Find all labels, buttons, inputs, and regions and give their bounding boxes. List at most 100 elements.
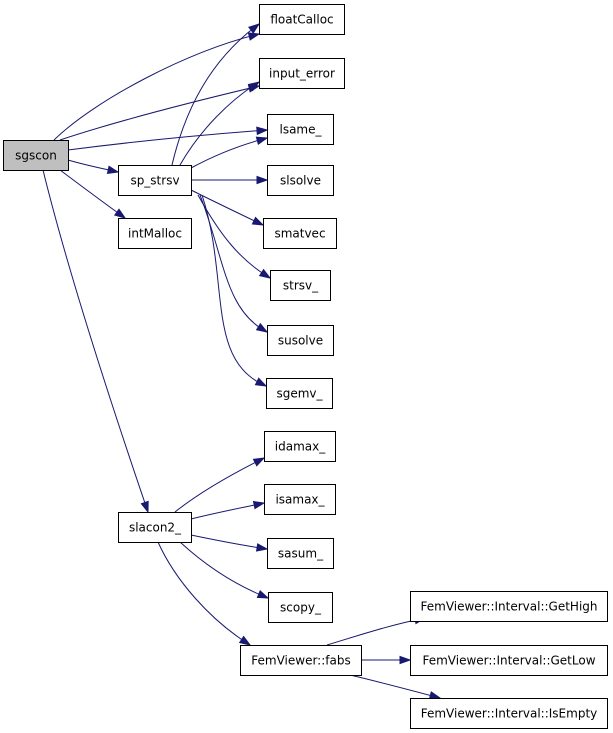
node-box xyxy=(118,165,192,196)
edge-line xyxy=(174,457,265,513)
edge-slacon2_-to-idamax_ xyxy=(174,457,266,513)
edge-line xyxy=(59,85,260,141)
node-box xyxy=(266,378,333,409)
arrowhead xyxy=(254,377,268,387)
node-box xyxy=(259,4,345,35)
edge-sp_strsv-to-smatvec xyxy=(190,189,265,226)
node-box xyxy=(118,512,192,543)
node-susolve[interactable]: susolve xyxy=(267,325,334,356)
node-getlow[interactable]: FemViewer::Interval::GetLow xyxy=(410,645,608,676)
arrowhead xyxy=(258,268,272,279)
node-label: intMalloc xyxy=(128,227,182,241)
arrowhead xyxy=(428,691,442,700)
edge-line xyxy=(42,169,149,513)
node-label: sgemv_ xyxy=(276,387,323,401)
edge-line xyxy=(157,541,251,646)
edge-slacon2_-to-fabs xyxy=(157,541,252,646)
node-gethigh[interactable]: FemViewer::Interval::GetHigh xyxy=(410,591,608,622)
edge-sp_strsv-to-sgemv_ xyxy=(201,194,268,387)
node-box xyxy=(410,645,608,676)
node-box xyxy=(259,58,345,89)
node-isamax_[interactable]: isamax_ xyxy=(264,484,336,515)
edge-sp_strsv-to-slsolve xyxy=(191,175,269,185)
arrowhead xyxy=(252,457,266,467)
node-label: floatCalloc xyxy=(270,13,333,27)
node-scopy_[interactable]: scopy_ xyxy=(268,592,333,623)
node-box xyxy=(264,484,336,515)
arrowhead xyxy=(248,23,261,34)
edge-line xyxy=(201,194,267,387)
node-idamax_[interactable]: idamax_ xyxy=(264,431,336,462)
arrowhead xyxy=(106,165,120,174)
nodes-layer: sgscon sp_strsv intMalloc slacon2_ floatCall… xyxy=(3,4,608,729)
node-sgscon[interactable]: sgscon xyxy=(3,140,69,171)
arrowhead xyxy=(252,500,266,510)
node-label: scopy_ xyxy=(280,601,322,615)
edge-slacon2_-to-scopy_ xyxy=(179,541,270,599)
node-sasum_[interactable]: sasum_ xyxy=(267,538,334,569)
node-input_error[interactable]: input_error xyxy=(259,58,345,89)
node-smatvec[interactable]: smatvec xyxy=(263,218,337,249)
arrowhead xyxy=(113,208,127,219)
node-isempty[interactable]: FemViewer::Interval::IsEmpty xyxy=(410,698,608,729)
node-label: idamax_ xyxy=(275,440,326,454)
arrowhead xyxy=(256,126,269,136)
node-strsv_[interactable]: strsv_ xyxy=(270,270,331,301)
arrowhead xyxy=(255,543,269,552)
edge-line xyxy=(326,617,426,646)
node-box xyxy=(268,592,333,623)
edge-line xyxy=(349,674,441,699)
edge-sgscon-to-sp_strsv xyxy=(67,159,120,174)
node-floatCalloc[interactable]: floatCalloc xyxy=(259,4,345,35)
node-label: FemViewer::Interval::GetHigh xyxy=(421,600,598,614)
edge-sp_strsv-to-input_error xyxy=(179,81,261,166)
node-label: sasum_ xyxy=(278,547,324,561)
edge-sp_strsv-to-floatCalloc xyxy=(171,23,261,166)
node-box xyxy=(270,270,331,301)
edge-sgscon-to-intMalloc xyxy=(59,169,127,219)
edge-line xyxy=(197,194,271,279)
node-box xyxy=(267,165,334,196)
edge-line xyxy=(67,129,268,151)
arrowhead xyxy=(251,216,265,226)
node-label: lsame_ xyxy=(279,123,322,137)
arrowhead xyxy=(255,322,269,333)
node-box xyxy=(267,114,334,145)
edge-line xyxy=(179,81,260,166)
node-box xyxy=(410,698,608,729)
arrowhead xyxy=(238,635,252,646)
node-sgemv_[interactable]: sgemv_ xyxy=(266,378,333,409)
node-label: smatvec xyxy=(274,227,325,241)
arrowhead xyxy=(247,81,261,92)
node-lsame_[interactable]: lsame_ xyxy=(267,114,334,145)
edge-sp_strsv-to-strsv_ xyxy=(197,194,272,279)
arrowhead xyxy=(140,500,149,514)
edge-line xyxy=(190,502,265,520)
node-box xyxy=(118,218,192,249)
edge-line xyxy=(53,33,260,141)
node-box xyxy=(267,325,334,356)
edge-sp_strsv-to-lsame_ xyxy=(190,136,269,169)
edge-fabs-to-getlow xyxy=(361,655,412,665)
arrowhead xyxy=(247,32,261,41)
node-sp_strsv[interactable]: sp_strsv xyxy=(118,165,192,196)
node-slacon2_[interactable]: slacon2_ xyxy=(118,512,192,543)
node-fabs[interactable]: FemViewer::fabs xyxy=(240,645,362,676)
node-label: strsv_ xyxy=(283,279,319,293)
node-box xyxy=(240,645,362,676)
node-label: slsolve xyxy=(280,174,321,188)
edge-line xyxy=(171,23,260,166)
edge-sgscon-to-lsame_ xyxy=(67,126,269,151)
node-label: sgscon xyxy=(15,149,57,163)
node-slsolve[interactable]: slsolve xyxy=(267,165,334,196)
node-box xyxy=(3,140,69,171)
edge-slacon2_-to-sasum_ xyxy=(190,534,269,552)
edge-line xyxy=(190,534,268,550)
edge-line xyxy=(179,541,269,599)
edge-slacon2_-to-isamax_ xyxy=(190,500,266,520)
node-label: input_error xyxy=(269,67,335,81)
node-box xyxy=(410,591,608,622)
node-intMalloc[interactable]: intMalloc xyxy=(118,218,192,249)
edge-sgscon-to-slacon2_ xyxy=(42,169,149,514)
